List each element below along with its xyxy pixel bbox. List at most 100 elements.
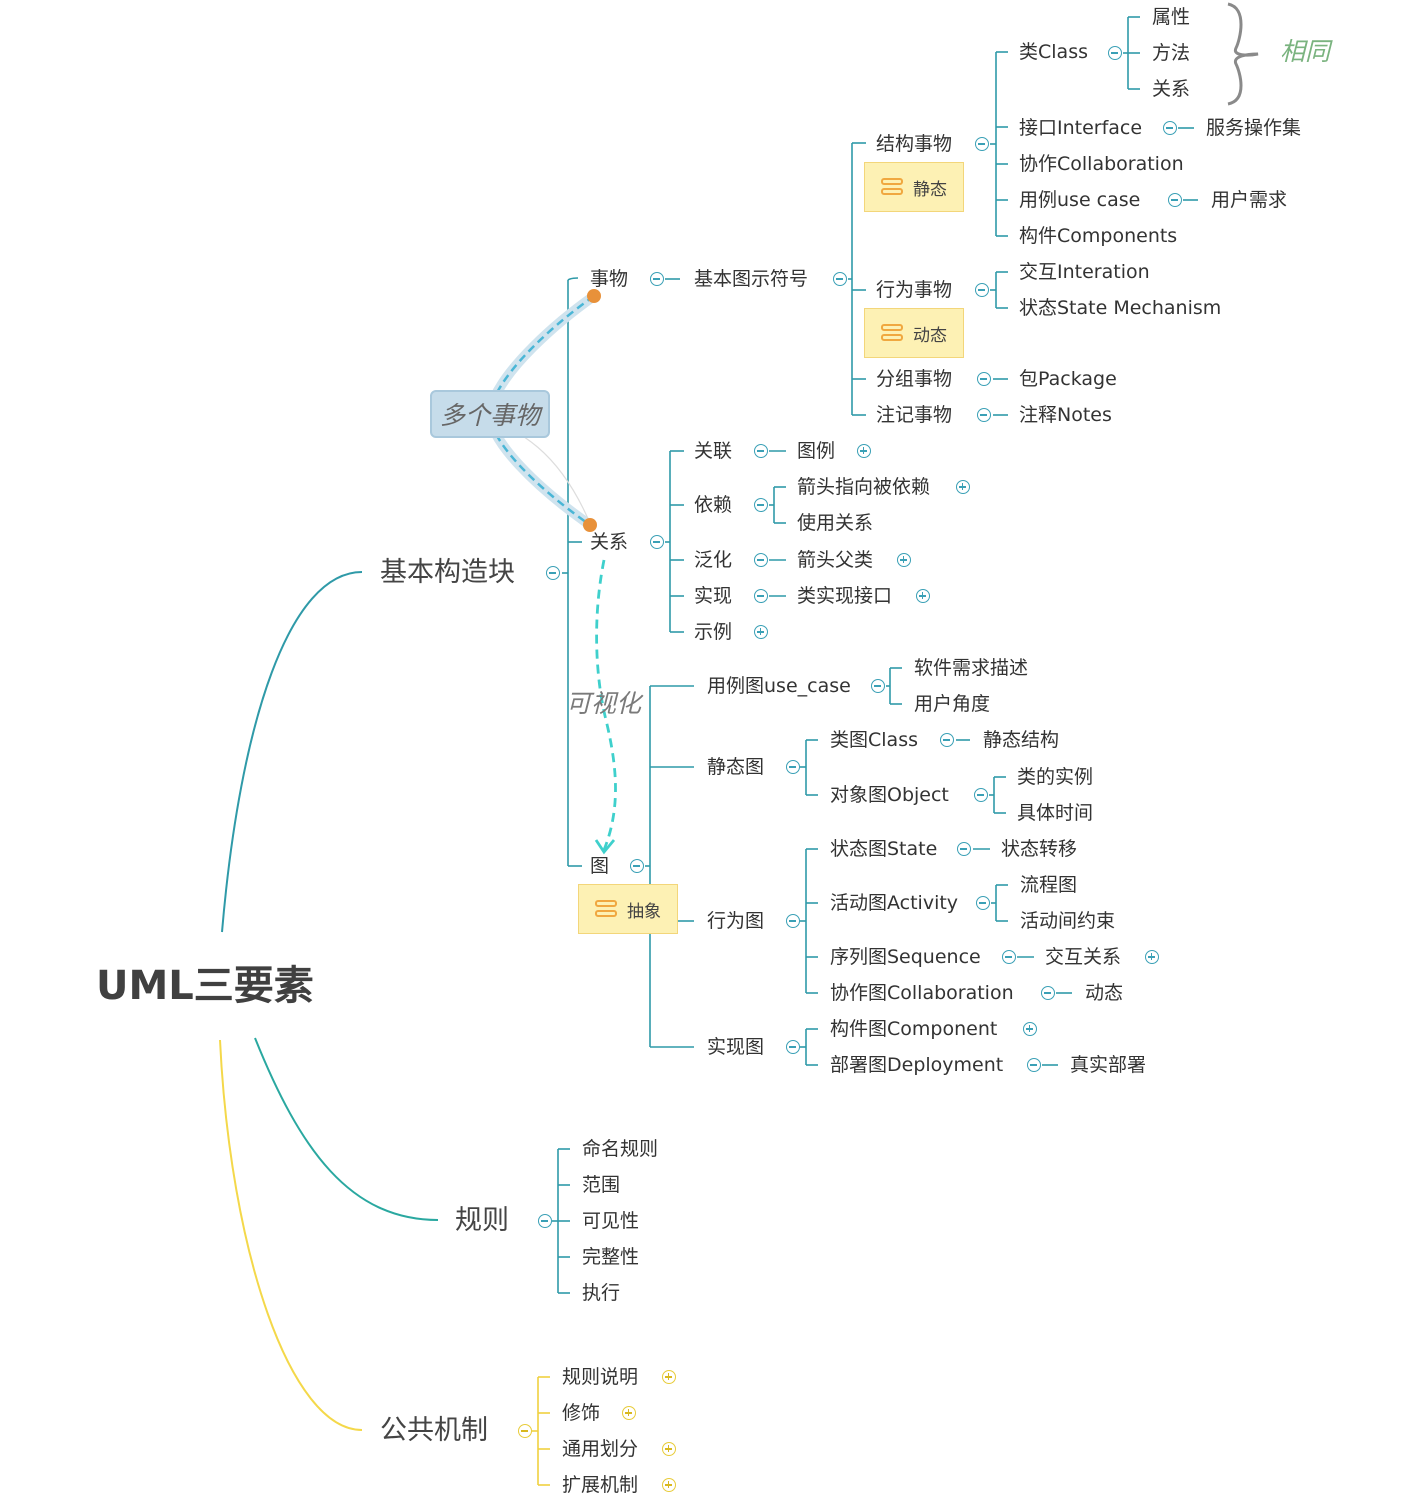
node-real-deployment[interactable]: 真实部署: [1070, 1054, 1147, 1076]
node-structural-things[interactable]: 结构事物: [876, 133, 953, 155]
collapse-toggle[interactable]: [650, 272, 664, 286]
branch-rules[interactable]: 规则: [455, 1205, 509, 1236]
expand-toggle[interactable]: [662, 1478, 676, 1492]
node-realization[interactable]: 实现: [694, 585, 733, 607]
node-flowchart[interactable]: 流程图: [1020, 874, 1078, 896]
expand-toggle[interactable]: [857, 444, 871, 458]
node-component-diagram[interactable]: 构件图Component: [830, 1018, 998, 1040]
node-service-ops[interactable]: 服务操作集: [1206, 117, 1302, 139]
collapse-toggle[interactable]: [974, 788, 988, 802]
branch-basic-blocks[interactable]: 基本构造块: [380, 557, 515, 588]
collapse-toggle[interactable]: [975, 283, 989, 297]
callout-many-things[interactable]: 多个事物: [430, 390, 550, 438]
expand-toggle[interactable]: [916, 589, 930, 603]
node-behavioral-things[interactable]: 行为事物: [876, 279, 953, 301]
node-grouping-things[interactable]: 分组事物: [876, 368, 953, 390]
node-object-diagram[interactable]: 对象图Object: [830, 784, 949, 806]
node-things[interactable]: 事物: [590, 268, 629, 290]
collapse-toggle[interactable]: [1108, 46, 1122, 60]
node-activity-diagram[interactable]: 活动图Activity: [830, 892, 959, 914]
node-dependency[interactable]: 依赖: [694, 494, 733, 516]
collapse-toggle[interactable]: [786, 1040, 800, 1054]
node-arrow-to-dependee[interactable]: 箭头指向被依赖: [797, 476, 931, 498]
collapse-toggle[interactable]: [650, 535, 664, 549]
node-method[interactable]: 方法: [1152, 42, 1191, 64]
node-package[interactable]: 包Package: [1019, 368, 1117, 390]
collapse-toggle[interactable]: [786, 760, 800, 774]
node-state-transition[interactable]: 状态转移: [1001, 838, 1078, 860]
node-specific-time[interactable]: 具体时间: [1017, 802, 1094, 824]
node-rule-execution[interactable]: 执行: [582, 1282, 621, 1304]
node-dynamic[interactable]: 动态: [1085, 982, 1124, 1004]
collapse-toggle[interactable]: [786, 914, 800, 928]
collapse-toggle[interactable]: [957, 842, 971, 856]
node-annotation-things[interactable]: 注记事物: [876, 404, 953, 426]
node-interaction[interactable]: 交互Interation: [1019, 261, 1150, 283]
node-rule-naming[interactable]: 命名规则: [582, 1138, 659, 1160]
node-class-implements-interface[interactable]: 类实现接口: [797, 585, 893, 607]
node-specification[interactable]: 规则说明: [562, 1366, 639, 1388]
expand-toggle[interactable]: [622, 1406, 636, 1420]
collapse-toggle[interactable]: [1002, 950, 1016, 964]
node-adornment[interactable]: 修饰: [562, 1402, 601, 1424]
collapse-toggle[interactable]: [630, 859, 644, 873]
node-usecase-diagram[interactable]: 用例图use_case: [707, 675, 851, 697]
node-class-diagram[interactable]: 类图Class: [830, 729, 918, 751]
expand-toggle[interactable]: [662, 1370, 676, 1384]
collapse-toggle[interactable]: [1041, 986, 1055, 1000]
node-collaboration-diagram[interactable]: 协作图Collaboration: [830, 982, 1014, 1004]
expand-toggle[interactable]: [956, 480, 970, 494]
node-notes[interactable]: 注释Notes: [1019, 404, 1112, 426]
collapse-toggle[interactable]: [538, 1214, 552, 1228]
collapse-toggle[interactable]: [940, 733, 954, 747]
collapse-toggle[interactable]: [976, 896, 990, 910]
node-generalization[interactable]: 泛化: [694, 549, 733, 571]
expand-toggle[interactable]: [897, 553, 911, 567]
collapse-toggle[interactable]: [1163, 121, 1177, 135]
node-extension-mechanism[interactable]: 扩展机制: [562, 1474, 639, 1496]
node-rule-integrity[interactable]: 完整性: [582, 1246, 640, 1268]
node-association[interactable]: 关联: [694, 440, 733, 462]
node-requirements-desc[interactable]: 软件需求描述: [914, 657, 1029, 679]
collapse-toggle[interactable]: [975, 137, 989, 151]
node-interaction-relation[interactable]: 交互关系: [1045, 946, 1122, 968]
node-usage-relation[interactable]: 使用关系: [797, 512, 874, 534]
collapse-toggle[interactable]: [546, 566, 560, 580]
node-legend[interactable]: 图例: [797, 440, 836, 462]
node-basic-symbols[interactable]: 基本图示符号: [694, 268, 809, 290]
collapse-toggle[interactable]: [871, 679, 885, 693]
node-example[interactable]: 示例: [694, 621, 733, 643]
collapse-toggle[interactable]: [833, 272, 847, 286]
node-components[interactable]: 构件Components: [1019, 225, 1178, 247]
node-deployment-diagram[interactable]: 部署图Deployment: [830, 1054, 1004, 1076]
expand-toggle[interactable]: [1145, 950, 1159, 964]
node-user-needs[interactable]: 用户需求: [1211, 189, 1288, 211]
node-user-perspective[interactable]: 用户角度: [914, 693, 991, 715]
node-rule-visibility[interactable]: 可见性: [582, 1210, 640, 1232]
collapse-toggle[interactable]: [1168, 193, 1182, 207]
node-usecase[interactable]: 用例use case: [1019, 189, 1141, 211]
node-sequence-diagram[interactable]: 序列图Sequence: [830, 946, 981, 968]
node-arrow-parent[interactable]: 箭头父类: [797, 549, 874, 571]
collapse-toggle[interactable]: [1027, 1058, 1041, 1072]
node-state-mechanism[interactable]: 状态State Mechanism: [1019, 297, 1222, 319]
node-relation[interactable]: 关系: [1152, 78, 1191, 100]
collapse-toggle[interactable]: [977, 408, 991, 422]
expand-toggle[interactable]: [754, 625, 768, 639]
collapse-toggle[interactable]: [518, 1424, 532, 1438]
collapse-toggle[interactable]: [754, 553, 768, 567]
collapse-toggle[interactable]: [754, 444, 768, 458]
callout-visualize[interactable]: 可视化: [566, 689, 642, 718]
node-static-structure[interactable]: 静态结构: [983, 729, 1060, 751]
node-state-diagram[interactable]: 状态图State: [830, 838, 938, 860]
collapse-toggle[interactable]: [754, 498, 768, 512]
node-implementation-diagram[interactable]: 实现图: [707, 1036, 765, 1058]
node-class[interactable]: 类Class: [1019, 41, 1088, 63]
branch-mechanisms[interactable]: 公共机制: [380, 1415, 488, 1446]
node-static-diagram[interactable]: 静态图: [707, 756, 765, 778]
node-diagrams[interactable]: 图: [590, 855, 610, 877]
node-collaboration[interactable]: 协作Collaboration: [1019, 153, 1184, 175]
collapse-toggle[interactable]: [977, 372, 991, 386]
node-common-division[interactable]: 通用划分: [562, 1438, 639, 1460]
node-interface[interactable]: 接口Interface: [1019, 117, 1143, 139]
